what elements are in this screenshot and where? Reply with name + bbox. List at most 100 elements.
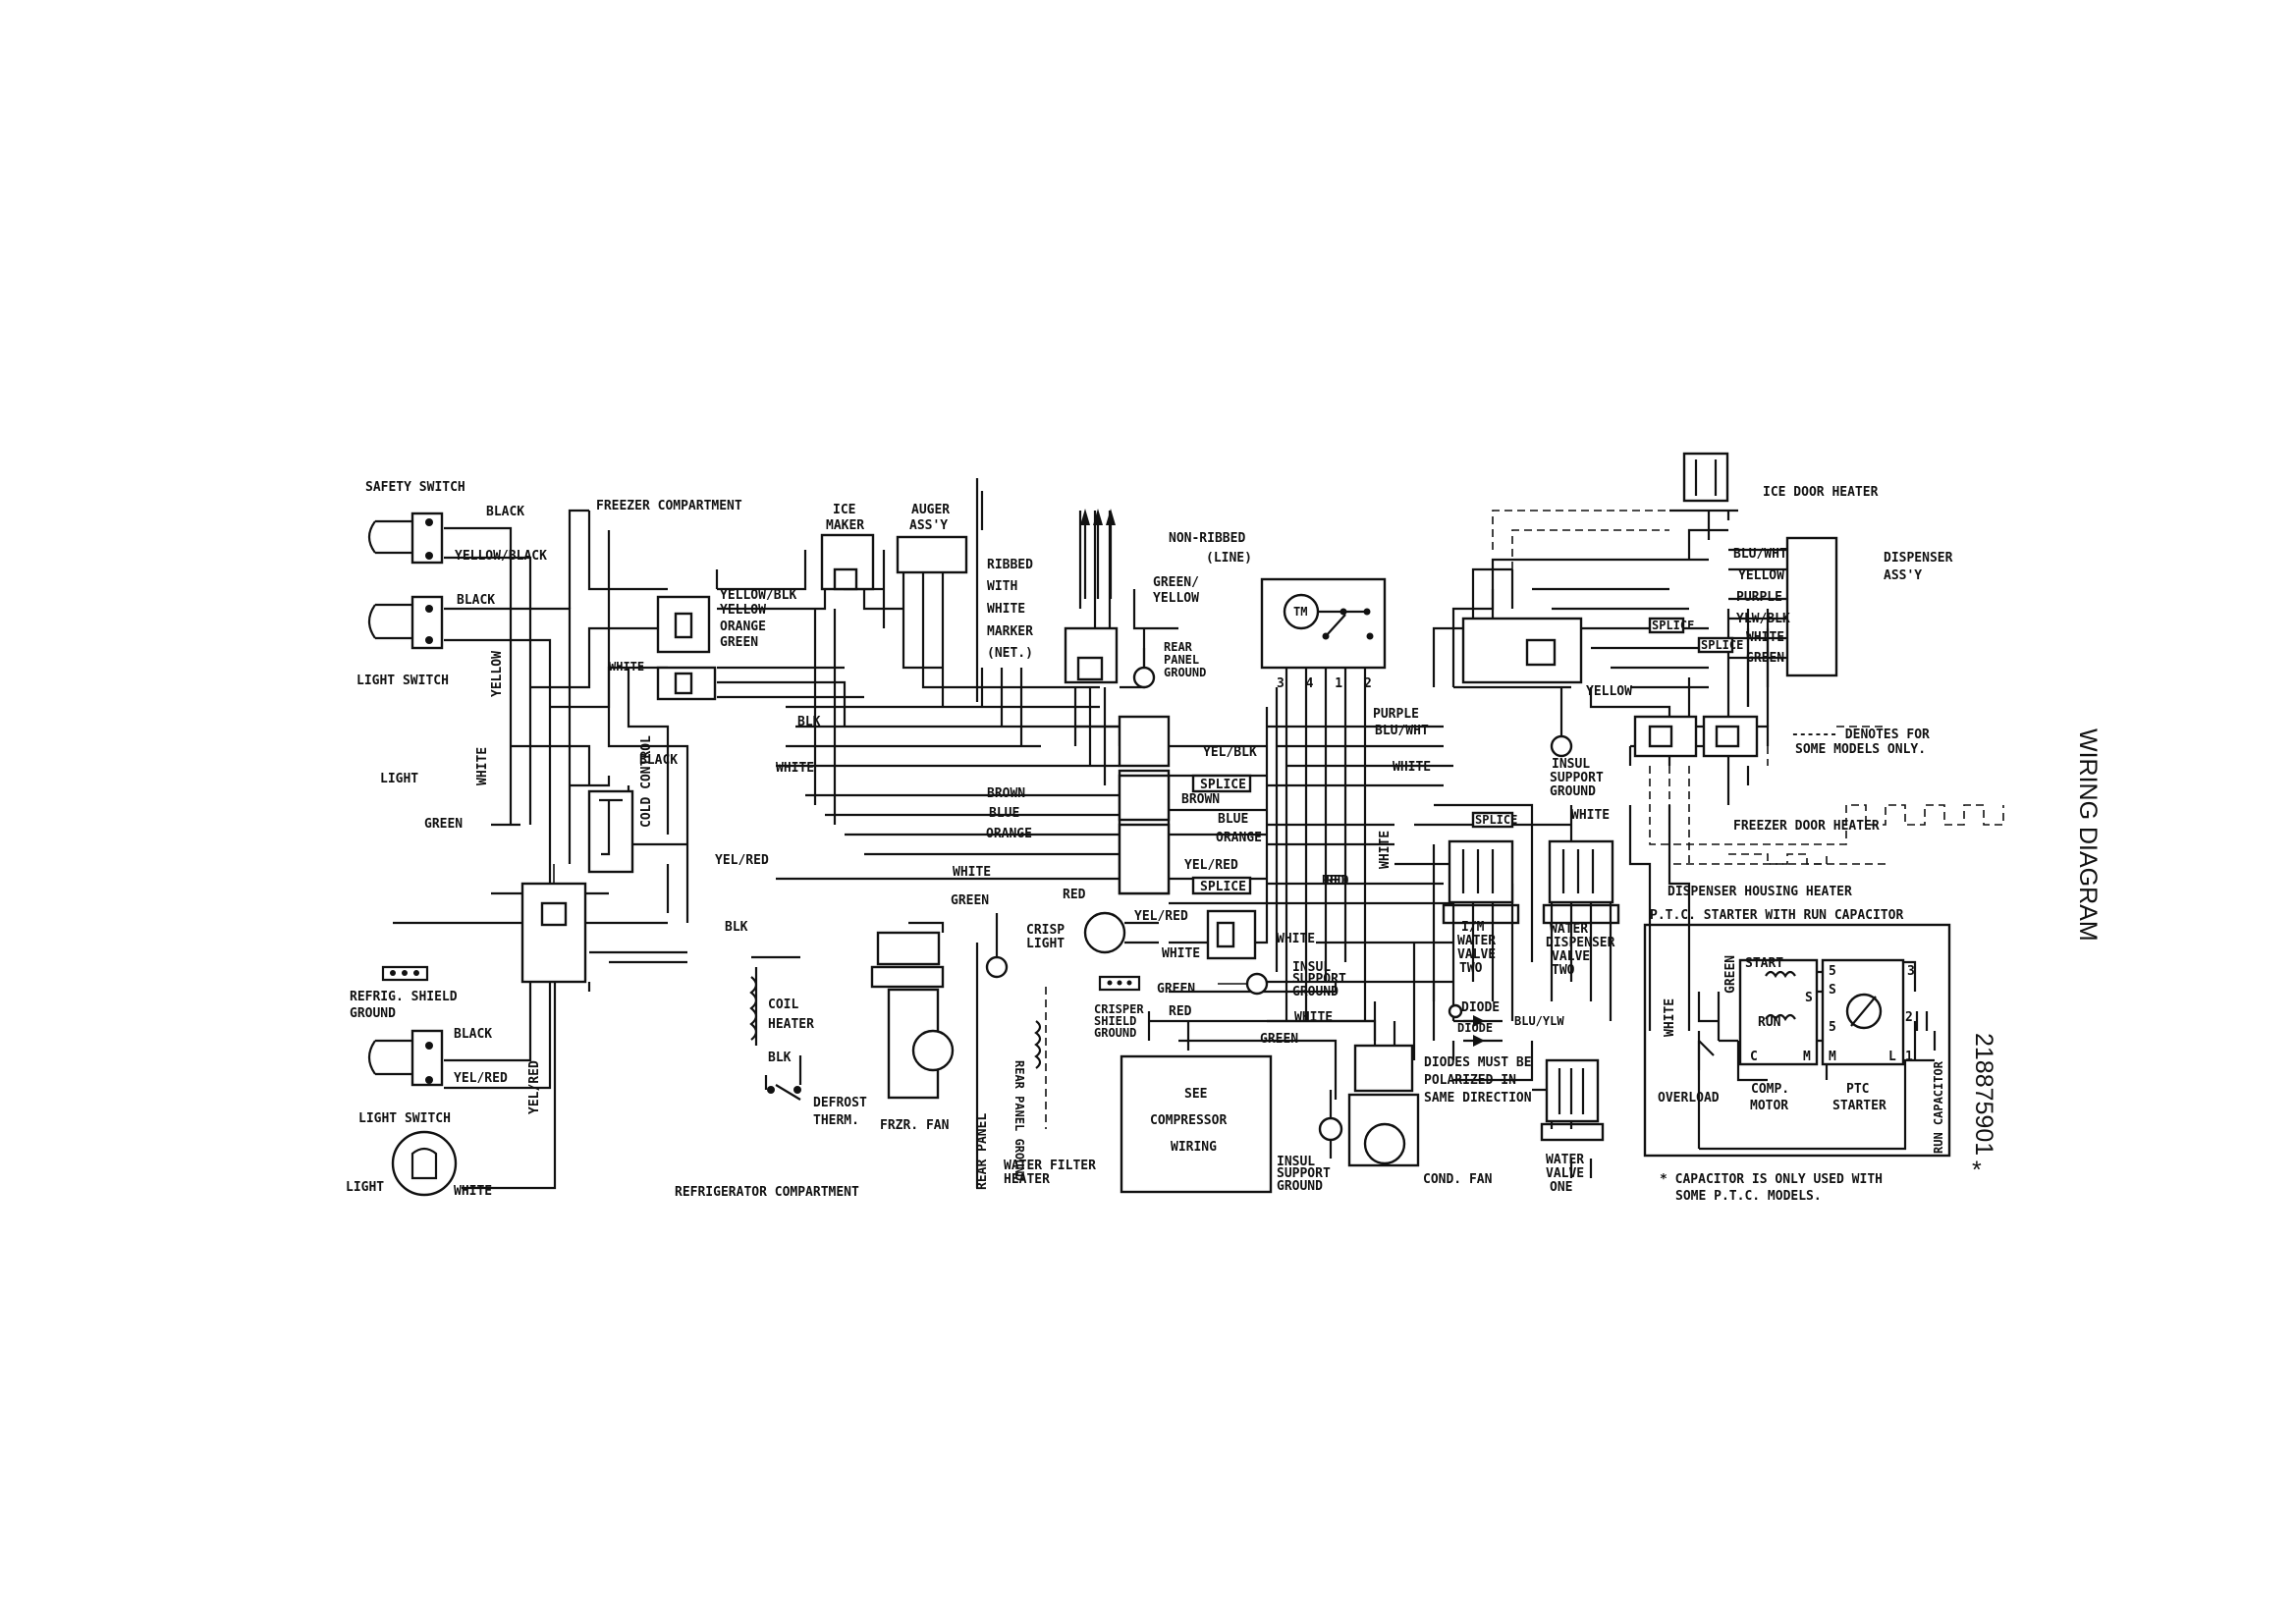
ground-label: INSUL [1292, 960, 1331, 975]
ptc-pin-label: 1 [1905, 1050, 1913, 1064]
wire-label: BLUE [989, 806, 1019, 821]
wire-label: YELLOW [1153, 591, 1199, 606]
wire-label: BLUE [1218, 812, 1248, 827]
ptc-pin-label: M [1803, 1050, 1811, 1064]
wire-label: GREEN [1746, 651, 1784, 666]
light-switch-bottom-label: LIGHT SWITCH [358, 1111, 451, 1126]
rear-panel-ground-top [1132, 648, 1156, 689]
splice-1 [1191, 774, 1252, 793]
ptc-pin-label: C [1750, 1050, 1758, 1064]
diodes-note: SAME DIRECTION [1424, 1091, 1532, 1106]
splice-label: SPLICE [1475, 813, 1517, 827]
tm-timer [1260, 577, 1387, 670]
part-number: 218875901 [1970, 1033, 1997, 1156]
splice-label: SPLICE [1652, 619, 1694, 632]
wire-label: YELLOW [1738, 568, 1784, 583]
wire-label: BROWN [1181, 792, 1220, 807]
splice-label: SPLICE [1200, 880, 1246, 894]
wire-label: BLK [725, 920, 748, 935]
valve-label: WATER [1550, 922, 1588, 937]
light-switch-bottom [367, 1029, 444, 1087]
run-capacitor-label: RUN CAPACITOR [1932, 1060, 1945, 1154]
refrig-shield-label: REFRIG. SHIELD [350, 990, 458, 1004]
ptc-pin-label: 2 [1905, 1010, 1913, 1025]
wire-label: RED [1063, 888, 1086, 902]
tm-label: TM [1293, 605, 1307, 619]
wire-label: YELLOW [1586, 684, 1632, 699]
wire-label: GREEN [1157, 982, 1195, 997]
ribbed-label: (NET.) [987, 646, 1033, 661]
diode-pair [1448, 1003, 1503, 1047]
ground-label: GROUND [1550, 784, 1596, 799]
diode-label: DIODE [1457, 1021, 1493, 1035]
rear-panel-label: REAR PANEL [975, 1113, 990, 1190]
wire-label: BLK [797, 715, 821, 729]
defrost-therm-label: DEFROST [813, 1096, 867, 1110]
ptc-pin-label: 5 [1829, 964, 1836, 979]
crisp-light-connector [1206, 909, 1257, 960]
wire-label: BROWN [987, 786, 1025, 801]
water-filter-label: WATER FILTER [1004, 1159, 1096, 1173]
wire-label: WHITE [475, 747, 490, 785]
refrig-shield-ground [381, 965, 429, 982]
wire-label: YELLOW/BLK [720, 588, 796, 603]
crisp-light-bulb [1083, 911, 1159, 954]
wire-label: RED [1326, 874, 1349, 889]
center-connector [1118, 715, 1171, 895]
wire-label: YEL/RED [527, 1060, 542, 1114]
ice-door-heater-label: ICE DOOR HEATER [1763, 485, 1879, 500]
line-label: (LINE) [1206, 551, 1252, 566]
valve-label: WATER [1457, 934, 1496, 948]
denotes-label: ------ DENOTES FOR [1791, 728, 1930, 742]
wire-label: RED [1322, 874, 1345, 889]
wire-label: GREEN/ [1153, 575, 1199, 590]
ptc-pin-label: S [1829, 983, 1836, 998]
wire-label: YEL/RED [715, 853, 769, 868]
water-filter-heater [1034, 987, 1047, 1129]
ptc-pin-label: 3 [1907, 964, 1915, 979]
splice-5 [1697, 636, 1734, 654]
wire-label: YEL/RED [454, 1071, 508, 1086]
safety-switch-label: SAFETY SWITCH [365, 480, 465, 495]
dispenser-assy [1785, 536, 1838, 677]
auger-label: ASS'Y [909, 518, 948, 533]
asterisk-mark: * [1972, 1157, 1982, 1184]
frzr-fan-label: FRZR. FAN [880, 1118, 950, 1133]
insul-support-ground-mid [1218, 972, 1269, 996]
ribbed-label: MARKER [987, 624, 1033, 639]
tm-pins-label: 3 4 1 2 [1277, 676, 1379, 691]
wire-label: WHITE [609, 660, 644, 674]
light-top-label: LIGHT [380, 772, 418, 786]
auger-assy [896, 535, 968, 574]
freezer-door-heater-label: FREEZER DOOR HEATER [1733, 819, 1880, 834]
cold-control-label: COLD CONTROL [639, 735, 654, 828]
insul-support-ground-bottom [1318, 1090, 1343, 1159]
water-valve-one [1540, 1058, 1605, 1142]
wire-label: BLACK [457, 593, 495, 608]
ground-label: CRISPER [1094, 1002, 1144, 1016]
page-title: WIRING DIAGRAM [2074, 728, 2102, 942]
coil-heater-label: COIL [768, 998, 798, 1012]
im-water-valve-two [1442, 839, 1520, 925]
frzr-fan [870, 921, 955, 1100]
ptc-pin-label: START [1745, 956, 1783, 971]
diodes-note: DIODES MUST BE [1424, 1055, 1532, 1070]
water-filter-label: HEATER [1004, 1172, 1050, 1187]
wire-label: WHITE [454, 1184, 492, 1199]
ptc-box [1643, 923, 1951, 1158]
wire-label: GREEN [951, 893, 989, 908]
ground-label: REAR [1164, 640, 1193, 654]
splice-4 [1648, 617, 1685, 634]
wire-label: YEL/BLK [1203, 745, 1257, 760]
wire-label: YLW/BLK [1736, 612, 1790, 626]
wire-label: YEL/RED [1134, 909, 1188, 924]
wire-label: GREEN [1723, 955, 1738, 994]
capacitor-note: SOME P.T.C. MODELS. [1675, 1189, 1822, 1204]
ground-label: PANEL [1164, 653, 1199, 667]
comp-motor-label: COMP. [1751, 1082, 1789, 1097]
coil-heater [749, 955, 800, 1046]
center-top-connector [1461, 617, 1583, 684]
wire-label: BLACK [454, 1027, 492, 1042]
ptc-pin-label: S [1805, 991, 1813, 1005]
line-arrows [1080, 509, 1116, 599]
